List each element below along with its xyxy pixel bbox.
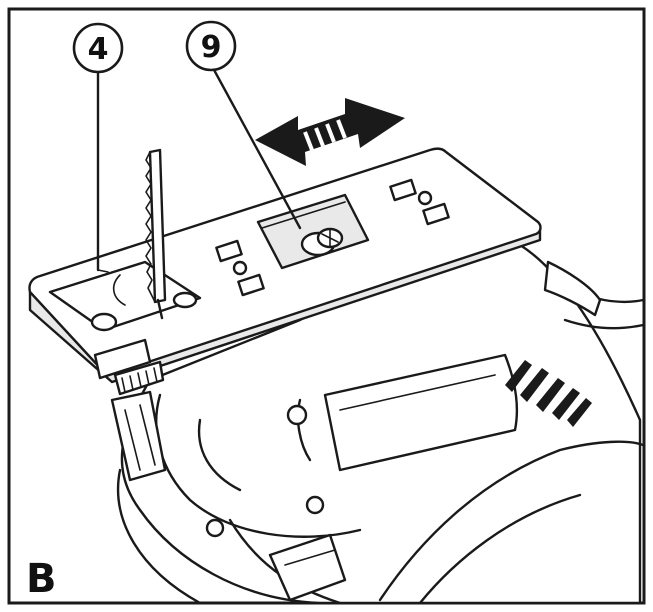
callout-9-leader — [211, 66, 302, 230]
callout-9-circle — [185, 20, 237, 72]
callout-4-number: 4 — [88, 32, 109, 67]
base-plate-screw-icon — [300, 227, 344, 257]
housing-screw — [205, 518, 225, 538]
housing-screw — [286, 404, 308, 426]
double-headed-slide-arrow-icon — [255, 98, 405, 166]
callout-4-circle — [72, 22, 124, 74]
housing-screw — [305, 495, 325, 515]
callout-9: 9 — [185, 20, 302, 230]
callout-9-number: 9 — [201, 30, 222, 65]
vent-slots — [505, 360, 592, 427]
jigsaw-housing — [110, 228, 645, 605]
saw-blade — [145, 148, 167, 320]
panel-label: B — [26, 556, 57, 602]
callout-4: 4 — [72, 22, 124, 273]
front-latch-icon — [93, 338, 165, 396]
